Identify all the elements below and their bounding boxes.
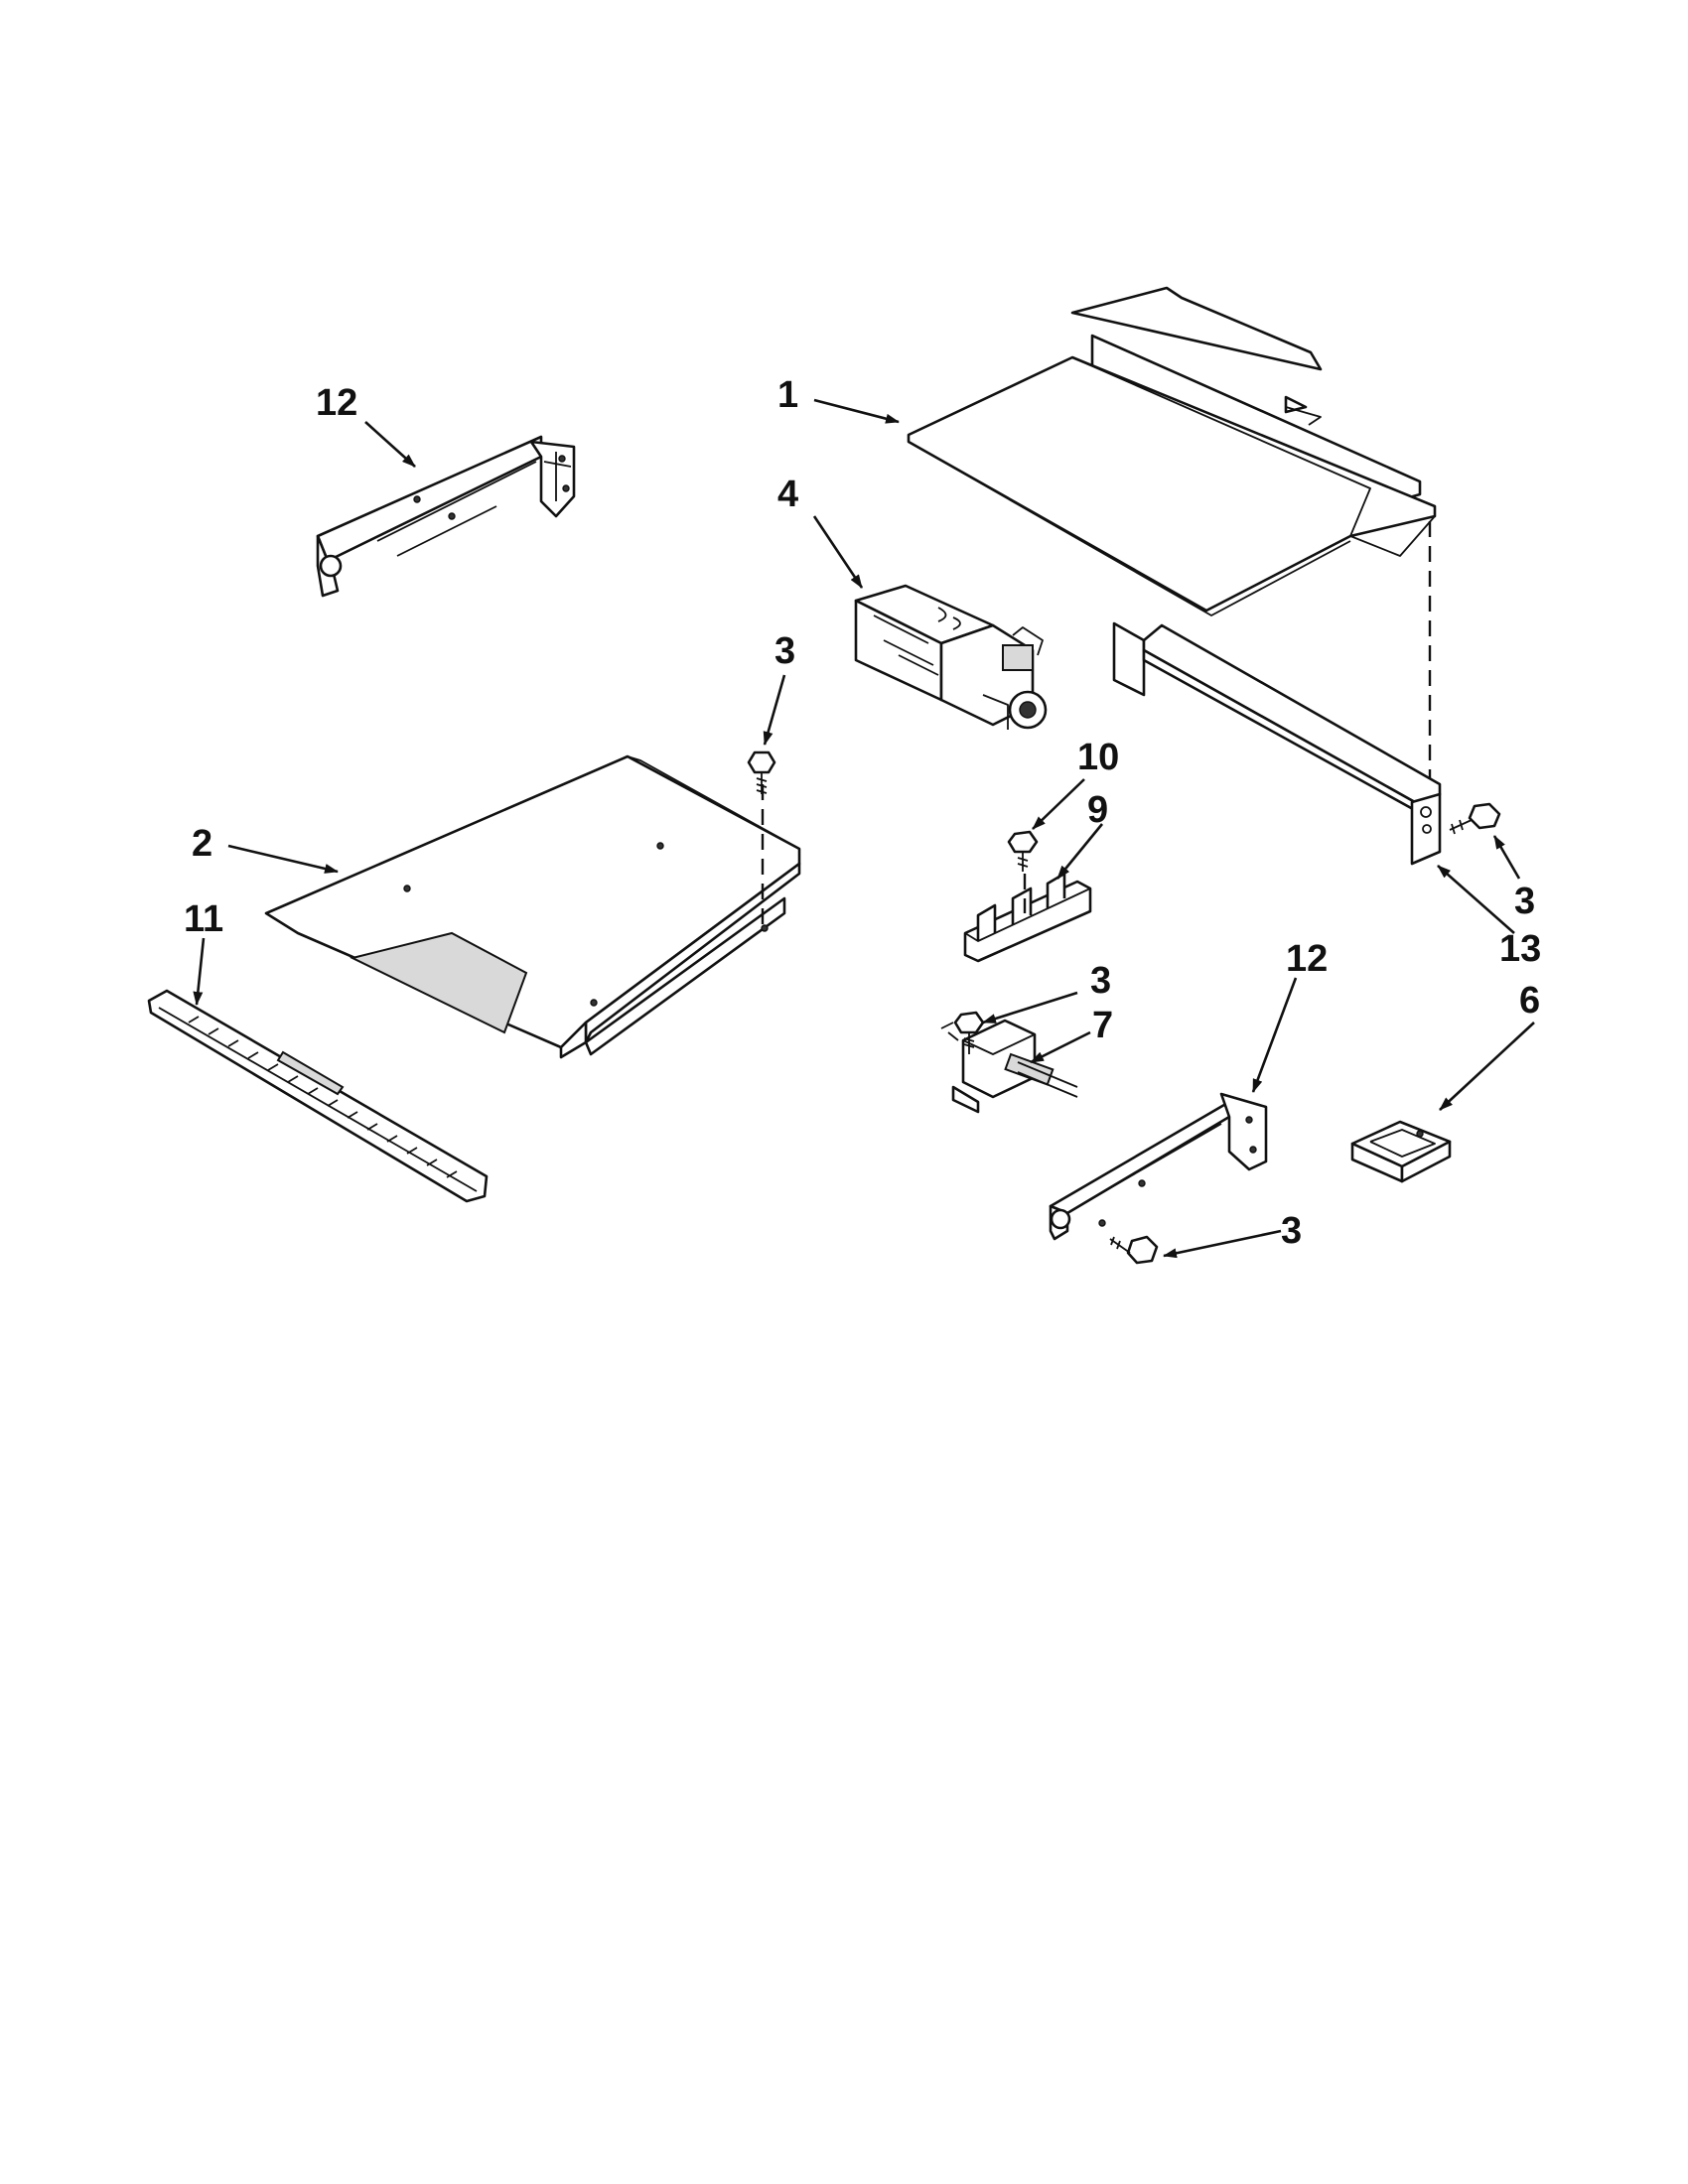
callout-3-lower: 3 — [1281, 1210, 1302, 1252]
leader-11 — [193, 937, 206, 1006]
part-2-lower-panel — [264, 754, 801, 1059]
leader-lines — [193, 398, 1535, 1259]
part-4-control-module — [854, 584, 1048, 730]
part-11-rail — [147, 989, 489, 1203]
callout-12-lower: 12 — [1286, 938, 1328, 980]
callout-9: 9 — [1087, 789, 1108, 831]
part-1-top-cover-panel — [907, 286, 1437, 616]
callout-1: 1 — [777, 374, 798, 416]
callout-4: 4 — [777, 474, 798, 515]
leader-1 — [813, 398, 900, 424]
part-12-lower-mounting-bracket — [1049, 1092, 1268, 1241]
leader-3d — [1163, 1229, 1282, 1259]
callout-11: 11 — [184, 898, 223, 940]
leader-9 — [1055, 823, 1104, 880]
callout-3-upper: 3 — [774, 630, 795, 672]
screw-part-10 — [1007, 830, 1039, 872]
leader-10 — [1032, 778, 1085, 830]
callout-3-right: 3 — [1514, 881, 1535, 922]
callout-3-middle: 3 — [1090, 960, 1111, 1002]
callout-12-upper: 12 — [316, 382, 357, 424]
screw-part-3-middle — [953, 1011, 985, 1054]
leader-4 — [812, 515, 864, 589]
part-9-terminal-block — [963, 872, 1092, 963]
leader-2 — [227, 844, 339, 874]
screw-part-3-right — [1449, 802, 1501, 835]
part-7-transformer — [940, 1019, 1078, 1114]
part-12-upper-mounting-bracket — [316, 435, 576, 598]
callout-6: 6 — [1519, 980, 1540, 1022]
leader-6 — [1439, 1022, 1535, 1111]
leader-3b — [1492, 835, 1521, 880]
screw-part-3-lower — [1109, 1235, 1159, 1265]
callout-10: 10 — [1077, 737, 1119, 778]
leader-3c — [982, 991, 1078, 1024]
leader-12b — [1251, 977, 1298, 1093]
callout-2: 2 — [192, 823, 212, 865]
leader-13 — [1437, 865, 1515, 934]
callout-7: 7 — [1092, 1005, 1113, 1046]
leader-7 — [1030, 1030, 1091, 1064]
part-13-right-side-bracket — [1112, 621, 1442, 866]
part-6-small-bracket — [1350, 1120, 1452, 1183]
callout-13: 13 — [1499, 928, 1541, 970]
screw-part-3-upper — [747, 751, 776, 794]
leader-3a — [763, 674, 786, 746]
leader-12a — [364, 421, 416, 468]
